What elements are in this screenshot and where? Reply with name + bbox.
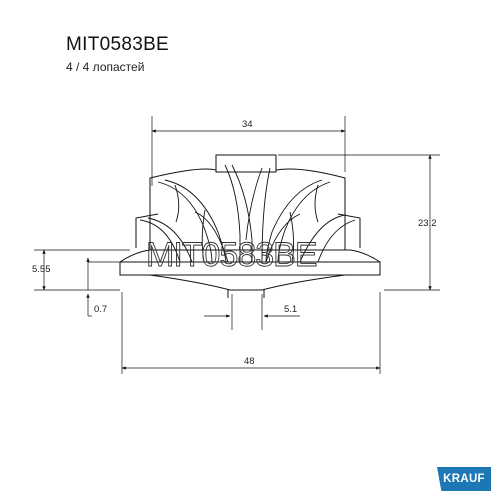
dimension-max-diameter: 48 xyxy=(244,356,255,367)
dimension-total-height: 23.2 xyxy=(418,218,437,229)
blades xyxy=(139,164,356,263)
dimension-bore: 5.1 xyxy=(284,304,297,315)
dimension-hub-step: 5.55 xyxy=(32,264,51,275)
dimension-top-width: 34 xyxy=(242,119,253,130)
compressor-wheel xyxy=(119,154,381,298)
krauf-logo: KRAUF xyxy=(437,467,491,491)
dimension-base-offset: 0.7 xyxy=(94,304,107,315)
part-number-title: MIT0583BE xyxy=(66,34,170,55)
blade-count-subtitle: 4 / 4 лопастей xyxy=(66,60,145,74)
wheel-bottom xyxy=(149,274,346,291)
wheel-nose xyxy=(215,154,277,173)
dimension-lines xyxy=(34,116,440,374)
watermark-text: MIT0583BE xyxy=(146,236,317,274)
